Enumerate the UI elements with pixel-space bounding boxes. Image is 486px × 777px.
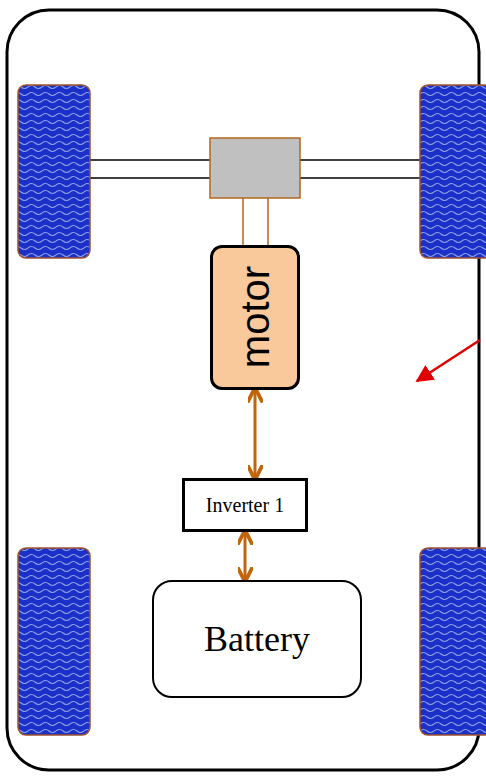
power-flow-arrow <box>254 391 257 478</box>
inverter-box: Inverter 1 <box>182 478 308 532</box>
power-flow-arrow <box>244 533 247 579</box>
drive-shaft <box>267 198 269 246</box>
drive-shaft <box>242 198 244 246</box>
node-label: Battery <box>204 621 310 657</box>
node-label: motor <box>235 266 275 368</box>
wheel <box>18 548 90 735</box>
motor-box: motor <box>210 245 300 390</box>
car-body <box>7 10 479 770</box>
wheel <box>18 85 90 258</box>
differential <box>210 138 300 198</box>
wheel <box>420 85 486 258</box>
wheel <box>420 548 486 735</box>
battery-box: Battery <box>152 580 362 698</box>
pointer-arrow <box>417 340 480 381</box>
node-label: Inverter 1 <box>206 495 284 515</box>
